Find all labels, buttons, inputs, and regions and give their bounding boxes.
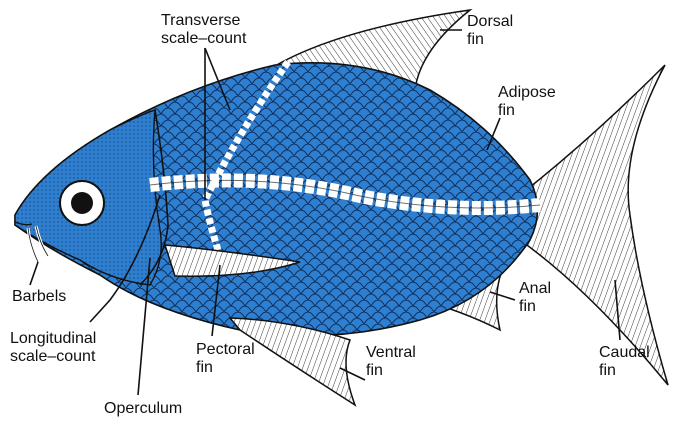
label-dorsal: Dorsal fin — [467, 13, 513, 49]
label-adipose: Adipose fin — [498, 84, 556, 120]
label-barbels: Barbels — [12, 288, 66, 306]
label-operculum: Operculum — [104, 400, 182, 418]
label-anal: Anal fin — [519, 280, 551, 316]
label-caudal: Caudal fin — [599, 344, 650, 380]
label-ventral: Ventral fin — [366, 344, 416, 380]
label-longitudinal: Longitudinal scale–count — [10, 330, 96, 366]
label-pectoral: Pectoral fin — [196, 341, 255, 377]
label-transverse: Transverse scale–count — [161, 12, 246, 48]
eye-pupil — [71, 192, 93, 214]
leader-barbels — [30, 262, 38, 285]
